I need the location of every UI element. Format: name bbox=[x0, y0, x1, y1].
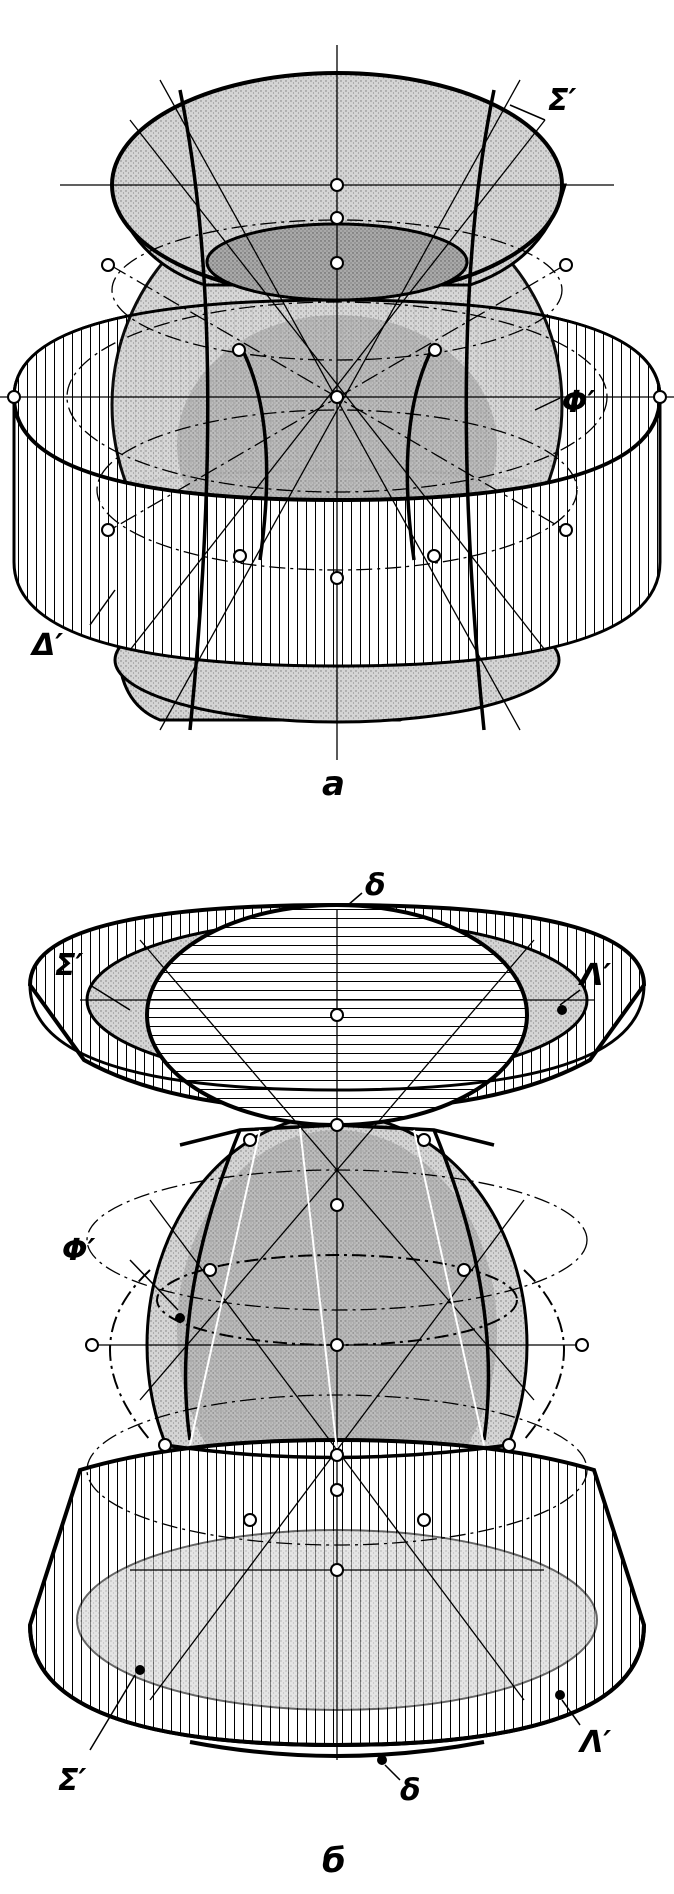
label-lambda-top-b: Λ′ bbox=[578, 958, 611, 993]
label-lambda-bottom-b: Λ′ bbox=[578, 1725, 611, 1760]
leaders-a bbox=[89, 104, 561, 626]
nodes-a bbox=[7, 178, 667, 585]
label-delta-a: Δ′ bbox=[30, 628, 63, 663]
label-phi-a: Φ′ bbox=[562, 385, 596, 420]
label-sigma-top-b: Σ′ bbox=[55, 948, 83, 983]
label-delta-bottom-b: δ bbox=[400, 1773, 421, 1808]
highlight-lines-b bbox=[189, 1127, 485, 1451]
dots-b bbox=[135, 1005, 567, 1765]
nodes-b bbox=[85, 1008, 589, 1577]
figure-b: δ Σ′ Λ′ Φ′ Σ′ Λ′ δ б bbox=[27, 868, 647, 1881]
label-sigma-bottom-b: Σ′ bbox=[58, 1763, 86, 1798]
generatrix-lines-a bbox=[178, 89, 496, 731]
label-phi-b: Φ′ bbox=[62, 1233, 96, 1268]
label-sigma-a: Σ′ bbox=[548, 83, 576, 118]
caption-b: б bbox=[322, 1841, 346, 1881]
caption-a: а bbox=[322, 764, 345, 804]
leaders-b bbox=[89, 892, 581, 1781]
label-delta-top-b: δ bbox=[365, 868, 386, 903]
figure-a: Σ′ Φ′ Δ′ а bbox=[0, 45, 674, 804]
